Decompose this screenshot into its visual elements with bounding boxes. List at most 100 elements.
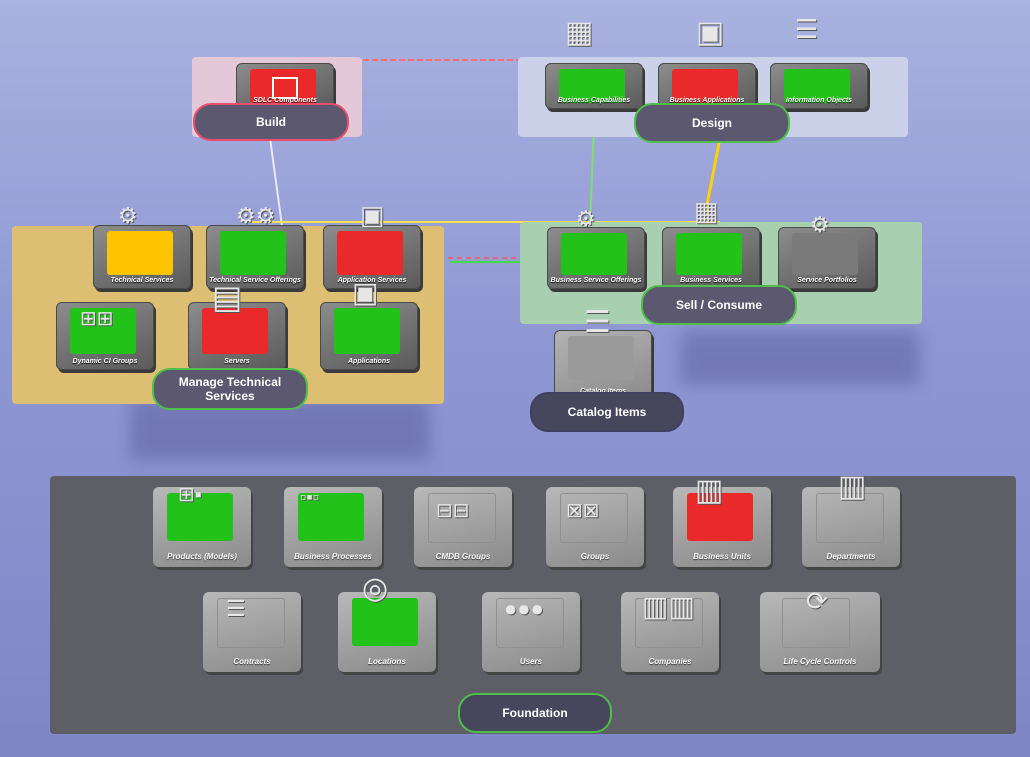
tile-label: CMDB Groups bbox=[435, 552, 491, 561]
tile-face bbox=[687, 493, 753, 541]
tile-label: Business Applications bbox=[669, 97, 745, 104]
tile-face bbox=[561, 233, 627, 275]
catalog-title[interactable]: Catalog Items bbox=[530, 392, 684, 432]
tile-face bbox=[816, 493, 884, 543]
build-title-text: Build bbox=[256, 115, 286, 129]
tile-label: Life Cycle Controls bbox=[783, 657, 857, 666]
sell-title[interactable]: Sell / Consume bbox=[641, 285, 797, 325]
building-icon: ▥ bbox=[695, 474, 724, 507]
tile-face bbox=[334, 308, 400, 354]
tile-catalog-items[interactable]: Catalog Items bbox=[554, 330, 652, 400]
tile-face bbox=[337, 231, 403, 275]
shadow-manage bbox=[130, 400, 430, 460]
tile-companies[interactable]: Companies bbox=[621, 592, 719, 672]
tile-face bbox=[220, 231, 286, 275]
manage-title-text: Manage Technical Services bbox=[179, 375, 281, 403]
application-icon: ▣ bbox=[360, 200, 385, 230]
document-icon: ☰ bbox=[584, 306, 611, 339]
tile-label: Business Services bbox=[680, 277, 742, 284]
tile-label: Information Objects bbox=[785, 97, 853, 104]
gears-icon: ⚙ bbox=[810, 212, 830, 237]
manage-title[interactable]: Manage Technical Services bbox=[152, 368, 308, 410]
tile-locations[interactable]: Locations bbox=[338, 592, 436, 672]
design-title-text: Design bbox=[691, 116, 732, 130]
tile-application-services[interactable]: Application Services bbox=[323, 225, 421, 289]
build-title[interactable]: Build bbox=[193, 103, 349, 141]
tile-technical-service-offerings[interactable]: Technical Service Offerings bbox=[206, 225, 304, 289]
tile-users[interactable]: Users bbox=[482, 592, 580, 672]
tile-business-applications[interactable]: Business Applications bbox=[658, 63, 756, 109]
ring-icon: ◎ bbox=[362, 572, 389, 605]
tile-face bbox=[167, 493, 233, 541]
foundation-title[interactable]: Foundation bbox=[458, 693, 612, 733]
document-icon: ☰ bbox=[226, 596, 246, 621]
document-icon: ☰ bbox=[795, 14, 819, 44]
tile-label: Application Services bbox=[337, 277, 407, 284]
tile-label: Service Portfolios bbox=[797, 277, 857, 284]
network-icon: ▫▪▫ bbox=[300, 487, 320, 507]
tile-dynamic-ci-groups[interactable]: Dynamic CI Groups bbox=[56, 302, 154, 370]
tile-face bbox=[782, 598, 850, 648]
tile-label: Business Processes bbox=[294, 552, 372, 561]
tile-label: Groups bbox=[580, 552, 610, 561]
tile-face bbox=[496, 598, 564, 648]
gears-icon: ⚙ bbox=[576, 206, 596, 231]
tile-label: Business Units bbox=[693, 552, 751, 561]
tile-face bbox=[560, 493, 628, 543]
building-icon: ▥ bbox=[838, 470, 867, 503]
tile-service-portfolios[interactable]: Service Portfolios bbox=[778, 227, 876, 289]
foundation-title-text: Foundation bbox=[502, 706, 568, 720]
tile-groups[interactable]: Groups bbox=[546, 487, 644, 567]
tile-face bbox=[672, 69, 738, 103]
tile-label: Locations bbox=[368, 657, 406, 666]
building-icon: ▥▥ bbox=[642, 591, 695, 622]
manage-title-line1: Manage Technical bbox=[178, 375, 282, 389]
tile-servers[interactable]: Servers bbox=[188, 302, 286, 370]
tile-business-service-offerings[interactable]: Business Service Offerings bbox=[547, 227, 645, 289]
tile-label: Technical Services bbox=[110, 277, 174, 284]
tile-technical-services[interactable]: Technical Services bbox=[93, 225, 191, 289]
tile-label: SDLC Components bbox=[253, 97, 317, 104]
tile-contracts[interactable]: Contracts bbox=[203, 592, 301, 672]
tile-business-processes[interactable]: Business Processes bbox=[284, 487, 382, 567]
catalog-title-text: Catalog Items bbox=[567, 405, 647, 419]
group-icon: ⊟⊟ bbox=[436, 500, 470, 522]
application-icon: ▣ bbox=[696, 16, 725, 49]
tile-face bbox=[784, 69, 850, 103]
tile-label: Business Capabilities bbox=[557, 97, 631, 104]
tile-products-models[interactable]: Products (Models) bbox=[153, 487, 251, 567]
tile-face bbox=[676, 233, 742, 275]
tile-business-capabilities[interactable]: Business Capabilities bbox=[545, 63, 643, 109]
tile-sdlc-components[interactable]: SDLC Components bbox=[236, 63, 334, 109]
tile-label: Users bbox=[519, 657, 543, 666]
shadow-sell bbox=[680, 330, 920, 385]
tile-label: Dynamic CI Groups bbox=[72, 358, 138, 365]
tile-face bbox=[217, 598, 285, 648]
connector-apps-sell bbox=[703, 137, 722, 216]
tile-label: Companies bbox=[648, 657, 692, 666]
tile-label: Contracts bbox=[233, 657, 271, 666]
gears-icon: ⚙ bbox=[118, 203, 138, 228]
tile-label: Departments bbox=[826, 552, 876, 561]
tile-applications[interactable]: Applications bbox=[320, 302, 418, 370]
tile-cmdb-groups[interactable]: CMDB Groups bbox=[414, 487, 512, 567]
tile-label: Products (Models) bbox=[167, 552, 237, 561]
group-icon: ⊠⊠ bbox=[566, 500, 600, 522]
connector-build-manage bbox=[269, 137, 283, 227]
tile-label: Servers bbox=[224, 358, 250, 365]
tile-face bbox=[352, 598, 418, 646]
server-icon: ▤ bbox=[212, 279, 243, 315]
users-icon: ●●● bbox=[504, 596, 544, 621]
tile-business-services[interactable]: Business Services bbox=[662, 227, 760, 289]
tile-label: Business Service Offerings bbox=[550, 277, 642, 284]
logo-icon bbox=[272, 77, 298, 99]
gears-icon: ⚙⚙ bbox=[236, 203, 276, 228]
tile-departments[interactable]: Departments bbox=[802, 487, 900, 567]
tile-business-units[interactable]: Business Units bbox=[673, 487, 771, 567]
tile-information-objects[interactable]: Information Objects bbox=[770, 63, 868, 109]
tile-face bbox=[559, 69, 625, 103]
tile-life-cycle-controls[interactable]: Life Cycle Controls bbox=[760, 592, 880, 672]
design-title[interactable]: Design bbox=[634, 103, 790, 143]
tile-label: Technical Service Offerings bbox=[209, 277, 301, 284]
cycle-icon: ⟳ bbox=[806, 586, 828, 616]
